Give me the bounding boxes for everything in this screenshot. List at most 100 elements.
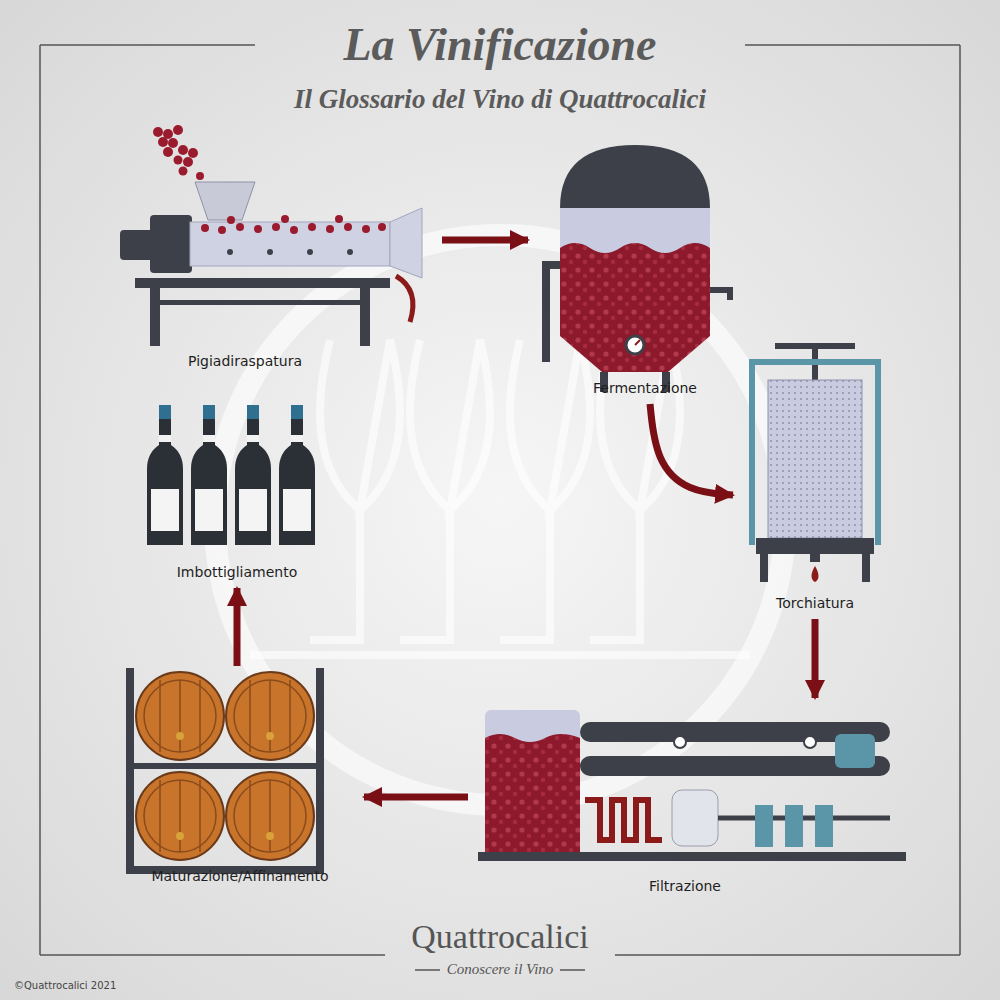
filtration-unit-part <box>718 816 890 821</box>
crusher-destemmer-part-part <box>227 249 233 255</box>
crusher-destemmer-part-part <box>179 167 188 176</box>
crusher-destemmer-part-part <box>173 125 183 135</box>
frame-part <box>40 45 960 955</box>
stage-label: Imbottigliamento <box>177 564 298 580</box>
bottles-part <box>279 405 315 545</box>
crusher-destemmer-part <box>390 208 422 278</box>
filtration-unit <box>478 710 906 861</box>
barrels-part-part <box>176 832 184 840</box>
fermentation-tank-part <box>710 290 730 300</box>
crusher-destemmer-part-part <box>183 157 193 167</box>
filtration-unit-part <box>674 736 686 748</box>
barrels-part-part <box>160 780 290 852</box>
crusher-destemmer-part-part <box>308 223 316 231</box>
crusher-destemmer-part-part <box>236 223 244 231</box>
label-wrap: Conoscere il Vino <box>447 961 554 978</box>
crusher-destemmer-part-part <box>290 226 298 234</box>
crusher-destemmer-part <box>160 300 360 305</box>
barrels-part <box>144 680 306 852</box>
crusher-destemmer-part-part <box>188 148 198 158</box>
filtration-unit-part <box>804 736 816 748</box>
crusher-destemmer-part <box>150 215 192 273</box>
flow-arrow <box>234 588 241 666</box>
barrels-part-part <box>160 680 290 752</box>
copyright-note: ©Quattrocalici 2021 <box>14 980 116 991</box>
wine-press-part <box>752 362 878 545</box>
stage-label: Maturazione/Affinamento <box>151 868 328 884</box>
flow-arrow <box>364 794 468 801</box>
crusher-destemmer-part-part <box>227 216 235 224</box>
crusher-destemmer-part-part <box>326 225 334 233</box>
filtration-unit-part <box>815 805 833 847</box>
bottles-part <box>191 405 227 545</box>
wine-press-part <box>810 554 820 562</box>
filtration-unit-part <box>485 734 580 852</box>
wine-press-part <box>760 554 768 582</box>
filtration-unit-part <box>755 805 773 847</box>
crusher-destemmer-part-part <box>201 224 209 232</box>
flow-arrow <box>442 237 528 244</box>
title: La Vinificazione <box>343 18 656 71</box>
crusher-destemmer-part-part <box>344 223 352 231</box>
fermentation-tank-part <box>635 340 640 345</box>
barrels-part <box>126 668 134 874</box>
stage-label: Pigiadiraspatura <box>188 353 302 369</box>
crusher-destemmer-part-part <box>196 172 204 180</box>
barrels-part <box>176 732 274 840</box>
wine-press-part <box>768 380 862 538</box>
crusher-destemmer-part-part <box>168 138 178 148</box>
crusher-destemmer-part-part <box>378 223 386 231</box>
barrels-part <box>126 763 324 769</box>
wine-press-part <box>756 538 874 554</box>
flow-arrow <box>650 404 733 495</box>
process-stage: Torchiatura <box>735 335 885 617</box>
filtration-unit-part <box>585 800 662 840</box>
barrels <box>126 668 324 874</box>
crusher-destemmer-part <box>190 222 390 266</box>
crusher-destemmer-part-part <box>272 223 280 231</box>
crusher-destemmer-part <box>360 288 370 346</box>
label-wrap: Quattrocalici <box>411 918 588 956</box>
filtration-unit-part <box>835 734 875 768</box>
fermentation-tank-part <box>546 265 560 362</box>
crusher-destemmer-part-part <box>158 137 168 147</box>
brand-text: Conoscere il Vino <box>447 961 554 978</box>
fermentation-tank-part <box>560 208 710 336</box>
stage-label: Filtrazione <box>649 878 721 894</box>
watermark-part-part <box>310 340 400 640</box>
barrels-part-part <box>176 732 184 740</box>
label-wrap: Il Glossario del Vino di Quattrocalici <box>294 84 706 115</box>
crusher-destemmer-part <box>150 288 160 346</box>
barrels-part <box>136 672 314 860</box>
crusher-destemmer-part <box>135 278 390 288</box>
stage-label: Fermentazione <box>593 380 697 396</box>
crusher-destemmer-part-part <box>362 225 370 233</box>
fermentation-tank-part <box>560 243 710 336</box>
watermark-part <box>250 340 750 655</box>
label-wrap: ©Quattrocalici 2021 <box>14 980 116 991</box>
process-stage: Filtrazione <box>470 700 910 900</box>
fermentation-tank-part <box>560 336 710 372</box>
stage-label: Torchiatura <box>776 595 854 611</box>
crusher-destemmer <box>120 125 422 346</box>
barrels-part-part <box>266 832 274 840</box>
process-stage: Imbottigliamento <box>130 398 330 586</box>
watermark-part-part <box>400 340 490 640</box>
crusher-destemmer-part <box>195 182 255 220</box>
title-wrap: La Vinificazione <box>343 18 656 71</box>
fermentation-tank-part <box>560 145 710 208</box>
crusher-destemmer-part-part <box>178 145 188 155</box>
fermentation-tank-part <box>626 336 644 354</box>
crusher-destemmer-part-part <box>153 127 163 137</box>
process-stage: Pigiadiraspatura <box>110 120 440 375</box>
crusher-destemmer-part-part <box>281 215 289 223</box>
crusher-destemmer-part-part <box>267 249 273 255</box>
crusher-destemmer-part-part <box>174 156 183 165</box>
crusher-destemmer-part-part <box>347 249 353 255</box>
crusher-destemmer-part <box>396 276 413 322</box>
filtration-unit-part <box>478 852 906 861</box>
wine-press-part <box>862 554 870 582</box>
bottles <box>147 405 315 545</box>
